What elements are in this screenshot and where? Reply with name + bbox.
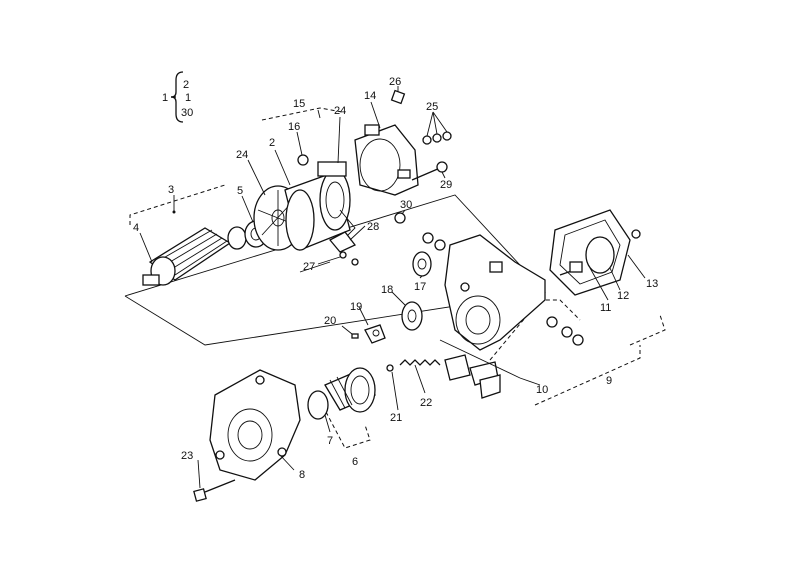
pinion-gear	[401, 301, 423, 331]
return-spring	[399, 359, 441, 366]
brush-holder-group-boundary	[489, 299, 581, 361]
through-bolt	[193, 479, 236, 502]
callout-13: 13	[646, 278, 658, 290]
callout-labels: 3 4 5 24 2 16 15 24 14 26 25 29 30 28 27…	[133, 76, 658, 481]
screw-set	[297, 89, 452, 181]
field-frame-group-boundary	[261, 107, 343, 121]
idler-gear	[412, 251, 432, 277]
legend-item-1: 1	[162, 92, 168, 104]
magnetic-switch	[549, 209, 641, 296]
callout-18: 18	[381, 284, 393, 296]
callout-7: 7	[327, 435, 333, 447]
callout-25: 25	[426, 101, 438, 113]
overrunning-clutch	[307, 367, 376, 420]
retainer	[364, 324, 386, 344]
callout-3: 3	[168, 184, 174, 196]
armature	[142, 226, 259, 286]
magnetic-switch-group-boundary	[629, 314, 666, 346]
leader-lines	[139, 86, 646, 489]
legend-bracket: 1 2 1 30	[162, 71, 193, 123]
callout-24-left: 24	[236, 149, 248, 161]
callout-17: 17	[414, 281, 426, 293]
legend-item-sub: 1	[185, 92, 191, 104]
callout-5: 5	[237, 185, 243, 197]
callout-10: 10	[536, 384, 548, 396]
switch-fasteners	[546, 316, 584, 346]
callout-27: 27	[303, 261, 315, 273]
callout-9: 9	[606, 375, 612, 387]
callout-22: 22	[420, 397, 432, 409]
rear-cover	[354, 124, 419, 196]
center-housing	[444, 234, 546, 351]
callout-8: 8	[299, 469, 305, 481]
pin	[351, 333, 359, 339]
housing-group-boundary	[534, 345, 641, 406]
callout-19: 19	[350, 301, 362, 313]
legend-item-30: 30	[181, 107, 193, 119]
field-frame	[284, 161, 356, 251]
callout-26: 26	[389, 76, 401, 88]
callout-11: 11	[600, 302, 611, 314]
callout-14: 14	[364, 90, 376, 102]
callout-4: 4	[133, 222, 139, 234]
fasteners-30	[394, 212, 446, 251]
callout-28: 28	[367, 221, 379, 233]
callout-29: 29	[440, 179, 452, 191]
callout-2: 2	[269, 137, 275, 149]
brush-spring-parts	[299, 231, 359, 273]
callout-21: 21	[390, 412, 402, 424]
callout-6: 6	[352, 456, 358, 468]
armature-group-boundary	[129, 184, 226, 225]
callout-16: 16	[288, 121, 300, 133]
contact-plate	[439, 339, 521, 399]
callout-15: 15	[293, 98, 305, 110]
drive-housing	[209, 369, 301, 481]
steel-ball	[386, 364, 394, 372]
callout-20: 20	[324, 315, 336, 327]
legend-item-2: 2	[183, 79, 189, 91]
callout-12: 12	[617, 290, 629, 302]
callout-24-right: 24	[334, 105, 346, 117]
callout-30: 30	[400, 199, 412, 211]
callout-23: 23	[181, 450, 193, 462]
